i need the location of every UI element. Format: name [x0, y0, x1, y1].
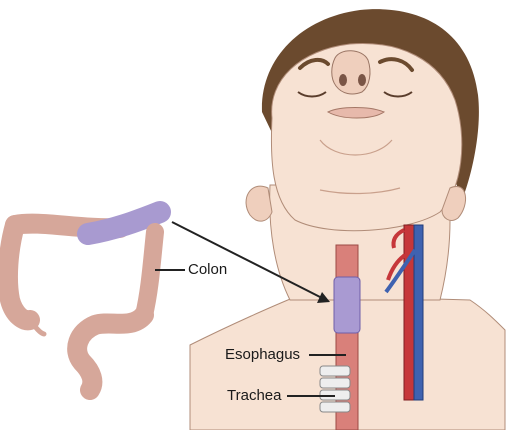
vessel-top-loop	[391, 228, 405, 249]
neck-vessels	[384, 224, 424, 401]
neck-crease	[319, 187, 401, 195]
head-neck	[189, 9, 506, 430]
artery-branch	[386, 253, 407, 281]
transverse-colon-segment	[77, 201, 171, 245]
left-ear	[245, 185, 273, 222]
sigmoid-colon	[67, 305, 154, 400]
descending-colon	[135, 223, 164, 324]
vein-branch	[384, 248, 417, 294]
right-nostril	[358, 74, 366, 86]
jugular-vein	[413, 224, 424, 401]
right-eye	[383, 91, 413, 98]
mouth	[326, 107, 386, 119]
nose	[331, 50, 371, 95]
appendix	[27, 317, 47, 337]
transfer-arrowhead	[317, 292, 330, 303]
trachea-ring	[319, 377, 351, 389]
left-eye	[297, 91, 327, 98]
transfer-arrow-line	[171, 221, 323, 299]
colon	[0, 201, 171, 400]
chin	[319, 139, 393, 156]
trachea-ring	[319, 365, 351, 377]
esophagus-colon-segment	[333, 276, 361, 334]
leader-lines	[155, 221, 346, 397]
trachea-label: Trachea	[227, 387, 282, 404]
trachea-ring	[319, 401, 351, 413]
esophagus-label: Esophagus	[225, 346, 301, 363]
left-nostril	[339, 74, 347, 86]
right-ear	[441, 185, 466, 221]
colon-label: Colon	[188, 261, 228, 278]
face	[270, 42, 463, 232]
ascending-colon	[0, 215, 40, 331]
right-eyebrow	[378, 57, 414, 72]
left-eyebrow	[298, 57, 330, 70]
